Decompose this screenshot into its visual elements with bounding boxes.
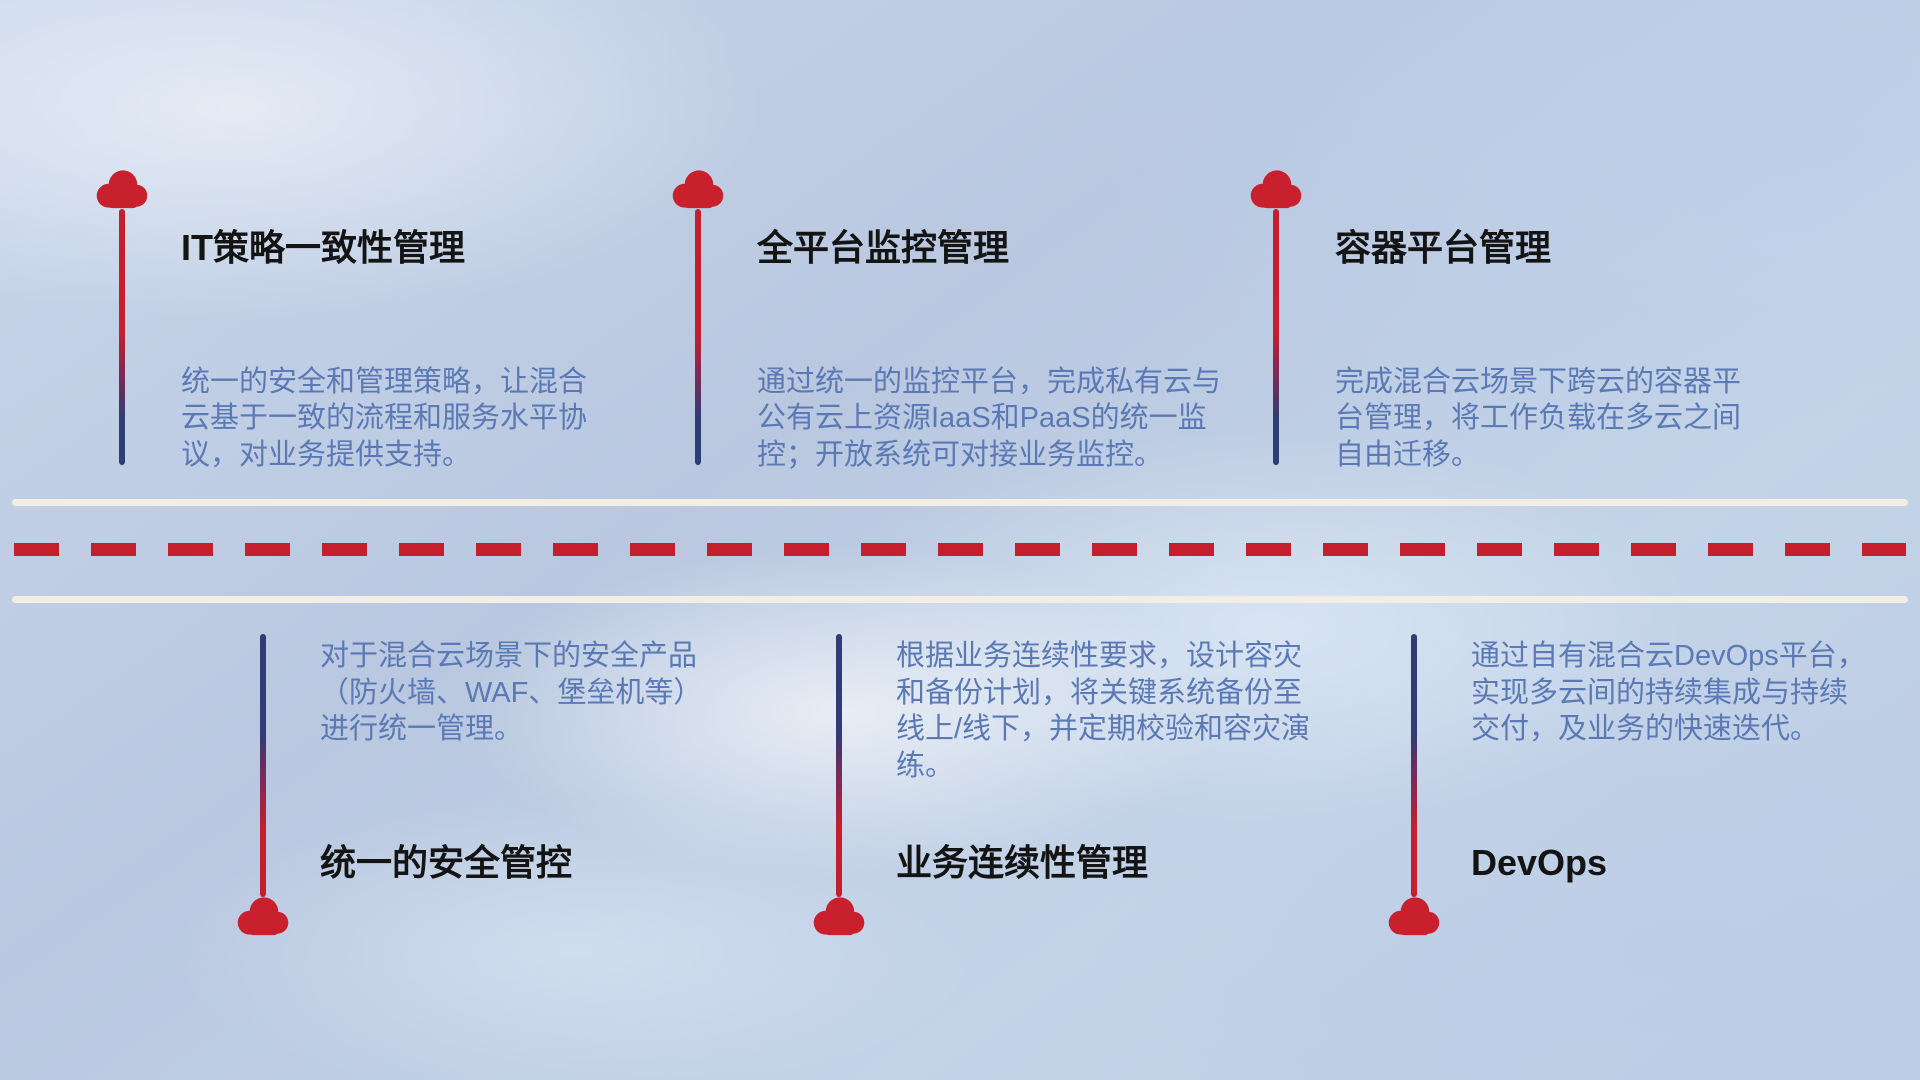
timeline-connector: [260, 634, 266, 897]
cloud-icon: [96, 170, 148, 209]
capability-title: 统一的安全管控: [320, 842, 573, 883]
road-dash-line: [14, 543, 1906, 556]
capability-title: IT策略一致性管理: [181, 227, 465, 268]
capability-content: IT策略一致性管理 统一的安全和管理策略，让混合云基于一致的流程和服务水平协议，…: [181, 225, 611, 473]
timeline-connector: [119, 209, 125, 465]
capability-description: 统一的安全和管理策略，让混合云基于一致的流程和服务水平协议，对业务提供支持。: [181, 365, 588, 471]
capability-title: 容器平台管理: [1335, 227, 1552, 268]
cloud-icon: [237, 897, 289, 936]
capability-title: 全平台监控管理: [757, 227, 1010, 268]
capability-content: 根据业务连续性要求，设计容灾和备份计划，将关键系统备份至线上/线下，并定期校验和…: [896, 638, 1326, 928]
capability-description: 通过自有混合云DevOps平台，实现多云间的持续集成与持续交付，及业务的快速迭代…: [1471, 640, 1866, 746]
cloud-icon: [813, 897, 865, 936]
capability-content: 全平台监控管理 通过统一的监控平台，完成私有云与公有云上资源IaaS和PaaS的…: [757, 225, 1222, 473]
capability-description: 通过统一的监控平台，完成私有云与公有云上资源IaaS和PaaS的统一监控；开放系…: [757, 365, 1222, 471]
road-line-top: [12, 499, 1908, 506]
road-line-bottom: [12, 596, 1908, 603]
cloud-icon: [1250, 170, 1302, 209]
capability-content: 对于混合云场景下的安全产品（防火墙、WAF、堡垒机等）进行统一管理。 统一的安全…: [320, 638, 722, 928]
timeline-connector: [1411, 634, 1417, 897]
capability-description: 根据业务连续性要求，设计容灾和备份计划，将关键系统备份至线上/线下，并定期校验和…: [896, 640, 1311, 782]
capability-content: 容器平台管理 完成混合云场景下跨云的容器平台管理，将工作负载在多云之间自由迁移。: [1335, 225, 1765, 473]
capability-title: 业务连续性管理: [896, 842, 1149, 883]
cloud-icon: [672, 170, 724, 209]
timeline-connector: [1273, 209, 1279, 465]
cloud-icon: [1388, 897, 1440, 936]
capability-description: 对于混合云场景下的安全产品（防火墙、WAF、堡垒机等）进行统一管理。: [320, 640, 703, 746]
capability-title: DevOps: [1471, 842, 1608, 883]
capability-content: 通过自有混合云DevOps平台，实现多云间的持续集成与持续交付，及业务的快速迭代…: [1471, 638, 1876, 928]
capability-description: 完成混合云场景下跨云的容器平台管理，将工作负载在多云之间自由迁移。: [1335, 365, 1742, 471]
timeline-connector: [695, 209, 701, 465]
timeline-connector: [836, 634, 842, 897]
